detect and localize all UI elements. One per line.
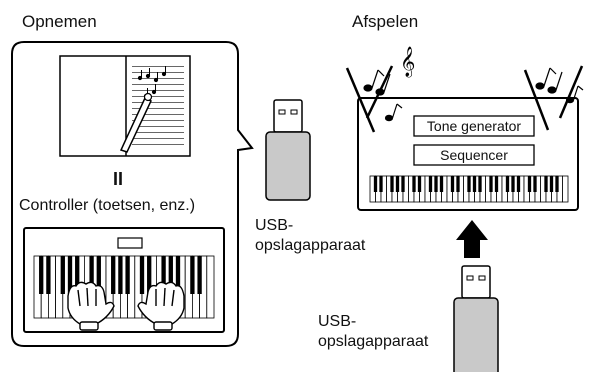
sequencer-label: Sequencer: [440, 147, 508, 163]
black-key: [125, 256, 130, 294]
black-key: [544, 176, 548, 192]
black-key: [379, 176, 383, 192]
usb-stick-icon: [265, 99, 311, 201]
arrow-up-icon: [456, 220, 488, 258]
black-key: [96, 256, 101, 294]
record-title: Opnemen: [22, 12, 97, 31]
black-key: [472, 176, 477, 192]
black-key: [417, 176, 422, 192]
playback-instrument: [357, 97, 579, 211]
black-key: [494, 176, 499, 192]
black-key: [505, 176, 510, 192]
black-key: [39, 256, 44, 294]
hand-icon: [67, 281, 115, 331]
usb-stick-icon: [453, 265, 499, 372]
white-key: [206, 255, 215, 319]
black-key: [147, 256, 152, 294]
pen-icon: [119, 92, 153, 153]
music-note-icon: [565, 85, 584, 104]
black-key: [533, 176, 537, 192]
black-key: [439, 176, 444, 192]
black-key: [434, 176, 438, 192]
black-key: [197, 256, 202, 294]
sound-lines: [345, 65, 584, 133]
music-note-icon: [363, 69, 391, 96]
black-key: [111, 256, 116, 294]
black-key: [168, 256, 173, 294]
black-key: [511, 176, 515, 192]
black-key: [401, 176, 405, 192]
black-key: [395, 176, 400, 192]
usb-label-middle-1: USB-: [255, 217, 294, 234]
black-key: [516, 176, 521, 192]
black-key: [46, 256, 51, 294]
black-key: [390, 176, 394, 192]
svg-text:𝄞: 𝄞: [400, 46, 415, 78]
treble-clef-icon: 𝄞: [400, 46, 415, 78]
black-key: [67, 256, 73, 294]
black-key: [161, 256, 166, 294]
controller-keyboard: [23, 227, 225, 333]
black-key: [75, 256, 80, 294]
black-key: [489, 176, 493, 192]
black-key: [139, 256, 145, 294]
music-note-icon: [535, 67, 563, 94]
black-key: [467, 176, 471, 192]
black-key: [373, 176, 378, 192]
black-key: [527, 176, 532, 192]
black-key: [555, 176, 559, 192]
controller-label: Controller (toetsen, enz.): [19, 197, 196, 214]
black-key: [118, 256, 123, 294]
usb-label-bottom-1: USB-: [318, 313, 357, 330]
tone-generator-label: Tone generator: [426, 118, 522, 134]
keyboard-icon: [369, 175, 569, 203]
black-key: [456, 176, 460, 192]
equals-sign: II: [113, 169, 124, 189]
black-key: [89, 256, 94, 294]
hand-icon: [137, 281, 185, 331]
white-key: [562, 175, 569, 203]
black-key: [60, 256, 65, 294]
black-key: [428, 176, 433, 192]
usb-label-bottom-2: opslagapparaat: [318, 333, 429, 350]
black-key: [175, 256, 181, 294]
music-note-icon: [384, 103, 403, 122]
keyboard-icon: [33, 255, 215, 319]
usb-label-middle-2: opslagapparaat: [255, 237, 366, 254]
black-key: [478, 176, 482, 192]
black-key: [450, 176, 455, 192]
black-key: [412, 176, 416, 192]
black-key: [549, 176, 554, 192]
playback-title: Afspelen: [352, 12, 419, 31]
black-key: [190, 256, 195, 294]
